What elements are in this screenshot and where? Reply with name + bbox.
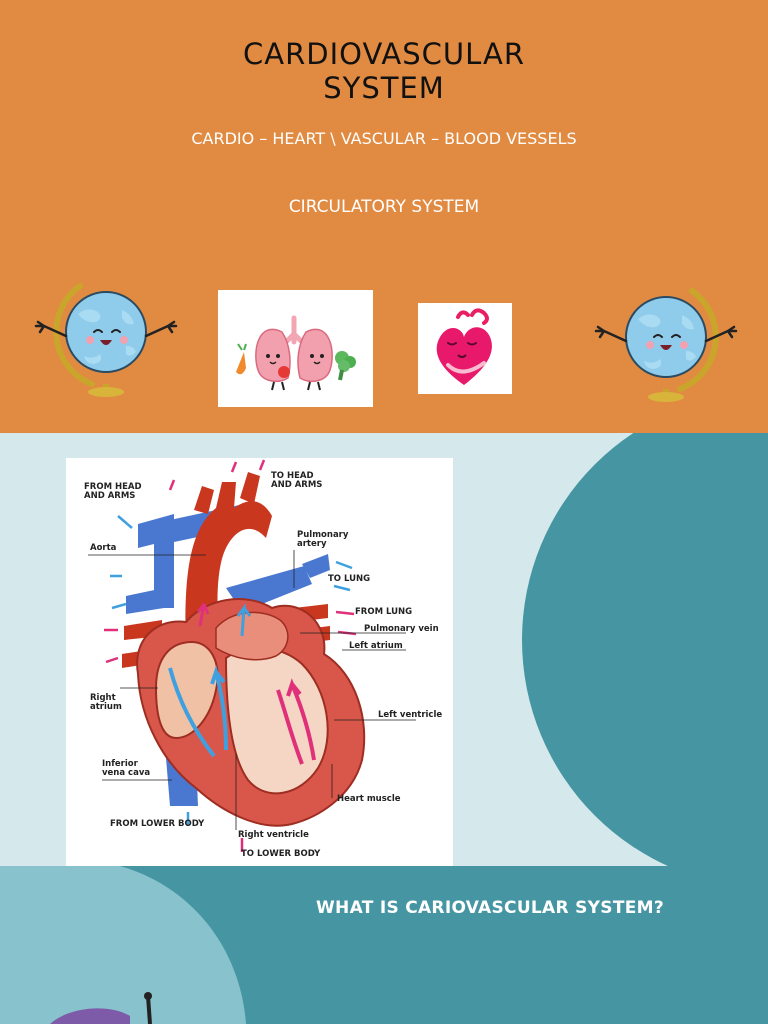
label-to-lower-body: TO LOWER BODY (241, 849, 321, 859)
question-slide: WHAT IS CARIOVASCULAR SYSTEM? (0, 866, 768, 1024)
lungs-icon (236, 315, 356, 391)
label-heart-muscle: Heart muscle (337, 794, 401, 804)
light-circle-decoration (0, 866, 246, 1024)
heart-card (418, 303, 512, 394)
heart-icon (436, 308, 492, 385)
globe-left-icon (34, 283, 178, 397)
label-aorta: Aorta (90, 543, 117, 553)
lungs-card (218, 290, 373, 407)
label-right-ventricle: Right ventricle (238, 830, 309, 840)
label-pulmonary-vein: Pulmonary vein (364, 624, 439, 634)
label-left-ventricle: Left ventricle (378, 710, 443, 720)
label-left-atrium: Left atrium (349, 641, 403, 651)
subtitle: CARDIO – HEART \ VASCULAR – BLOOD VESSEL… (191, 129, 577, 148)
teal-circle-decoration (522, 433, 768, 866)
title-line-1: CARDIOVASCULAR (243, 37, 525, 71)
question-heading: WHAT IS CARIOVASCULAR SYSTEM? (315, 898, 665, 918)
label-to-lung: TO LUNG (328, 574, 371, 584)
circulatory-heading: CIRCULATORY SYSTEM (288, 197, 480, 217)
heart-illustration (88, 459, 416, 852)
title-slide: CARDIOVASCULAR SYSTEM CARDIO – HEART \ V… (0, 0, 768, 433)
globe-right-icon (594, 288, 738, 402)
label-from-lung: FROM LUNG (355, 607, 413, 617)
label-from-lower-body: FROM LOWER BODY (110, 819, 205, 829)
title-line-2: SYSTEM (323, 71, 445, 105)
